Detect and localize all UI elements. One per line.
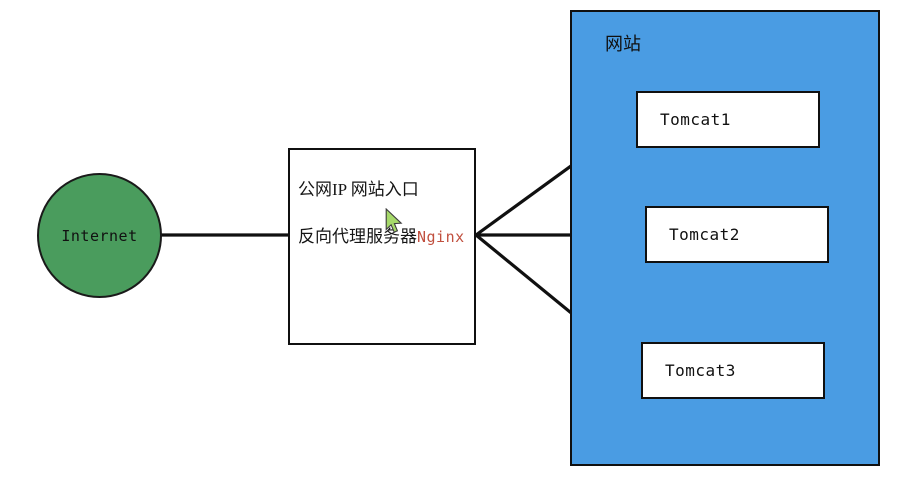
- node-internet-label: Internet: [61, 226, 138, 245]
- node-reverse-proxy-nginx-accent: Nginx: [417, 228, 465, 246]
- node-internet[interactable]: Internet: [37, 173, 162, 298]
- node-tomcat3-label: Tomcat3: [665, 361, 736, 380]
- node-tomcat3[interactable]: Tomcat3: [641, 342, 825, 399]
- node-tomcat2-label: Tomcat2: [669, 225, 740, 244]
- node-tomcat1-label: Tomcat1: [660, 110, 731, 129]
- node-tomcat2[interactable]: Tomcat2: [645, 206, 829, 263]
- group-website-title: 网站: [605, 34, 641, 54]
- node-reverse-proxy-line2-prefix: 反向代理服务器: [298, 227, 417, 246]
- node-reverse-proxy-line1: 公网IP 网站入口: [298, 180, 419, 199]
- node-reverse-proxy-line2: 反向代理服务器Nginx: [298, 222, 465, 247]
- node-tomcat1[interactable]: Tomcat1: [636, 91, 820, 148]
- node-reverse-proxy[interactable]: 公网IP 网站入口 反向代理服务器Nginx: [288, 148, 476, 345]
